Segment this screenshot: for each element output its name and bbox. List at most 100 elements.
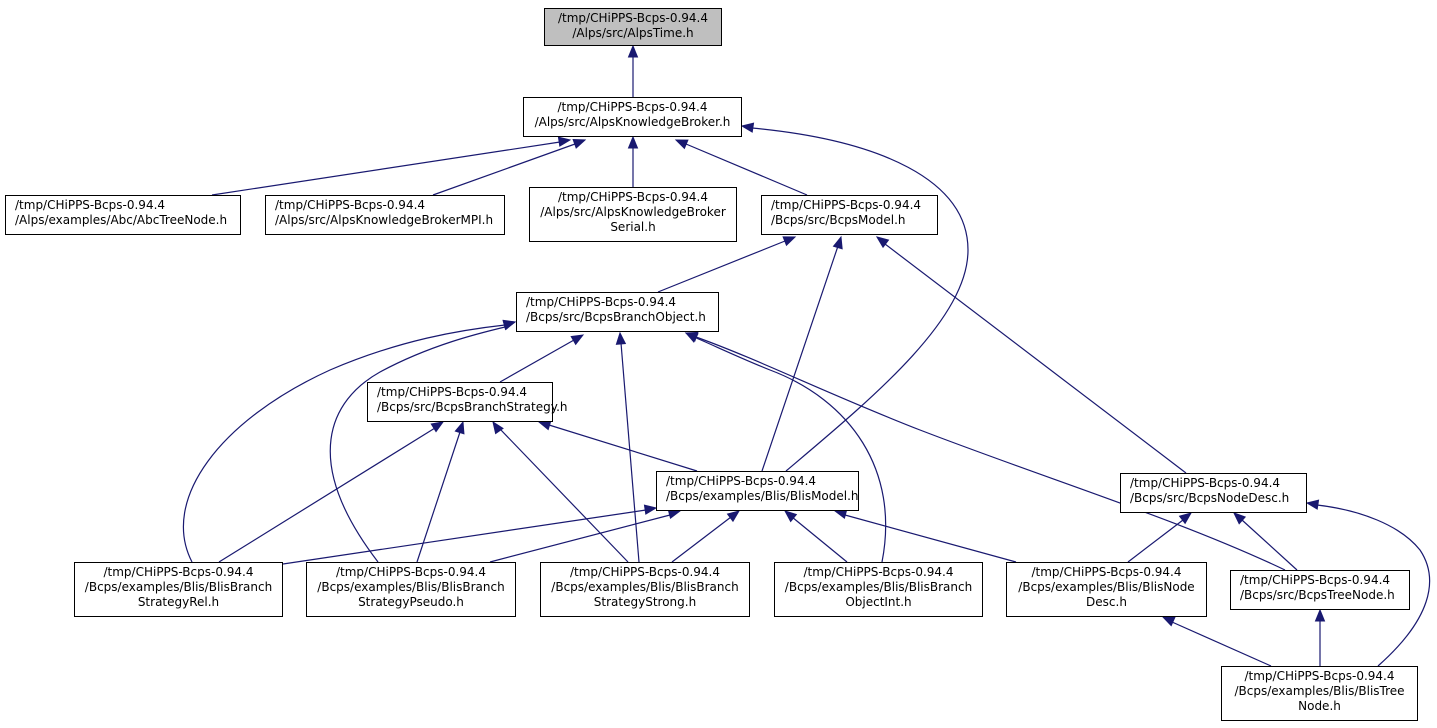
node-abc-tree-node-line-2: /Alps/examples/Abc/AbcTreeNode.h xyxy=(15,213,228,227)
node-bcps-tree-node-line-2: /Bcps/src/BcpsTreeNode.h xyxy=(1240,588,1395,602)
arrowhead xyxy=(502,319,517,330)
edge-line xyxy=(499,339,575,383)
arrowhead xyxy=(643,504,658,515)
node-bcps-model[interactable]: /tmp/CHiPPS-Bcps-0.94.4 /Bcps/src/BcpsMo… xyxy=(761,195,938,235)
node-blis-branch-strategy-pseudo-line-2: /Bcps/examples/Blis/BlisBranch xyxy=(317,580,505,594)
node-blis-model[interactable]: /tmp/CHiPPS-Bcps-0.94.4 /Bcps/examples/B… xyxy=(656,471,859,511)
edge-line xyxy=(1316,504,1431,667)
node-blis-node-desc-line-2: /Bcps/examples/Blis/BlisNode xyxy=(1018,580,1195,594)
edge-line xyxy=(693,336,887,563)
node-blis-node-desc-line-1: /tmp/CHiPPS-Bcps-0.94.4 xyxy=(1031,565,1182,579)
node-alps-knowledge-broker-serial-line-1: /tmp/CHiPPS-Bcps-0.94.4 xyxy=(557,190,709,204)
node-blis-tree-node[interactable]: /tmp/CHiPPS-Bcps-0.94.4 /Bcps/examples/B… xyxy=(1221,666,1418,721)
node-bcps-branch-object[interactable]: /tmp/CHiPPS-Bcps-0.94.4 /Bcps/src/BcpsBr… xyxy=(516,292,719,332)
edge-blistn-to-bcpsnd xyxy=(1305,499,1431,667)
node-blis-model-line-1: /tmp/CHiPPS-Bcps-0.94.4 xyxy=(666,474,817,488)
node-abc-tree-node[interactable]: /tmp/CHiPPS-Bcps-0.94.4 /Alps/examples/A… xyxy=(5,195,241,235)
arrowhead xyxy=(674,139,689,150)
edge-blisnd-to-blismodel xyxy=(833,508,1017,563)
node-alps-knowledge-broker-mpi[interactable]: /tmp/CHiPPS-Bcps-0.94.4 /Alps/src/AlpsKn… xyxy=(265,195,505,235)
edge-bcpstn-to-bcpsbo xyxy=(684,331,1286,571)
edge-bcpsmodel-to-akb xyxy=(674,139,808,196)
edge-bsstrong-to-blismodel xyxy=(671,510,741,563)
edge-bsrel-to-bcpsbo xyxy=(182,320,517,563)
node-alps-knowledge-broker-mpi-line-1: /tmp/CHiPPS-Bcps-0.94.4 xyxy=(275,198,426,212)
edge-line xyxy=(751,127,969,472)
node-blis-branch-object-int-line-1: /tmp/CHiPPS-Bcps-0.94.4 xyxy=(803,565,954,579)
arrowhead xyxy=(1314,608,1326,622)
edge-line xyxy=(182,324,506,563)
node-blis-branch-strategy-pseudo-line-3: StrategyPseudo.h xyxy=(358,595,464,609)
edge-line xyxy=(1171,621,1272,667)
node-bcps-node-desc[interactable]: /tmp/CHiPPS-Bcps-0.94.4 /Bcps/src/BcpsNo… xyxy=(1120,473,1307,513)
edge-line xyxy=(282,509,647,565)
arrowhead xyxy=(627,135,639,149)
edge-line xyxy=(416,431,461,563)
node-alpstime[interactable]: /tmp/CHiPPS-Bcps-0.94.4 /Alps/src/AlpsTi… xyxy=(544,8,722,46)
node-blis-model-line-2: /Bcps/examples/Blis/BlisModel.h xyxy=(666,489,859,503)
edge-bspseudo-to-bcpsbo xyxy=(329,319,517,563)
arrowhead xyxy=(684,331,699,342)
arrowhead xyxy=(615,331,627,345)
edge-line xyxy=(844,514,1017,563)
edge-blismodel-to-bcpsmodel xyxy=(761,235,843,472)
node-blis-branch-strategy-pseudo[interactable]: /tmp/CHiPPS-Bcps-0.94.4 /Bcps/examples/B… xyxy=(306,562,516,617)
node-bcps-tree-node[interactable]: /tmp/CHiPPS-Bcps-0.94.4 /Bcps/src/BcpsTr… xyxy=(1230,570,1410,610)
node-alps-knowledge-broker-line-2: /Alps/src/AlpsKnowledgeBroker.h xyxy=(534,115,731,129)
arrowhead xyxy=(783,510,798,523)
node-blis-node-desc[interactable]: /tmp/CHiPPS-Bcps-0.94.4 /Bcps/examples/B… xyxy=(1006,562,1207,617)
edge-line xyxy=(671,516,732,563)
edge-bsstrong-to-bcpsbs xyxy=(492,420,629,563)
edge-line xyxy=(489,514,671,563)
edge-akbmpi-to-akb xyxy=(432,138,587,196)
node-bcps-model-line-1: /tmp/CHiPPS-Bcps-0.94.4 xyxy=(771,198,922,212)
arrowhead xyxy=(430,421,445,433)
node-blis-branch-strategy-rel[interactable]: /tmp/CHiPPS-Bcps-0.94.4 /Bcps/examples/B… xyxy=(74,562,283,617)
edge-line xyxy=(761,245,839,472)
edge-blismodel-to-akb xyxy=(740,122,969,472)
edge-line xyxy=(218,427,436,563)
node-blis-branch-strategy-pseudo-line-1: /tmp/CHiPPS-Bcps-0.94.4 xyxy=(335,565,487,579)
edge-bspseudo-to-blismodel xyxy=(489,508,682,563)
edge-bcpsbo-to-bcpsmodel xyxy=(657,236,797,293)
node-blis-branch-strategy-strong-line-1: /tmp/CHiPPS-Bcps-0.94.4 xyxy=(569,565,721,579)
node-blis-node-desc-line-3: Desc.h xyxy=(1086,595,1127,609)
arrowhead xyxy=(832,235,843,250)
edge-bsrel-to-blismodel xyxy=(282,504,658,565)
edge-line xyxy=(791,516,848,563)
arrowhead xyxy=(1161,616,1176,627)
node-alpstime-line-2: /Alps/src/AlpsTime.h xyxy=(572,26,694,40)
node-blis-branch-strategy-strong[interactable]: /tmp/CHiPPS-Bcps-0.94.4 /Bcps/examples/B… xyxy=(540,562,750,617)
node-blis-branch-strategy-rel-line-2: /Bcps/examples/Blis/BlisBranch xyxy=(84,580,273,594)
node-blis-branch-object-int-line-2: /Bcps/examples/Blis/BlisBranch xyxy=(784,580,973,594)
node-blis-branch-strategy-rel-line-3: StrategyRel.h xyxy=(137,595,220,609)
arrowhead xyxy=(627,44,639,58)
node-blis-branch-strategy-strong-line-3: StrategyStrong.h xyxy=(593,595,697,609)
edge-line xyxy=(620,342,640,563)
edge-bcpstn-to-bcpsnd xyxy=(1233,512,1298,571)
edge-line xyxy=(329,326,506,563)
node-bcps-node-desc-line-2: /Bcps/src/BcpsNodeDesc.h xyxy=(1130,491,1290,505)
node-bcps-branch-strategy-line-1: /tmp/CHiPPS-Bcps-0.94.4 xyxy=(377,385,528,399)
node-alpstime-line-1: /tmp/CHiPPS-Bcps-0.94.4 xyxy=(557,11,709,25)
edge-blistn-to-bcpstn xyxy=(1314,608,1326,666)
arrowhead xyxy=(782,236,797,247)
arrowhead xyxy=(1178,512,1193,525)
node-bcps-branch-object-line-2: /Bcps/src/BcpsBranchObject.h xyxy=(526,310,706,324)
edge-boint-to-bcpsbo xyxy=(684,332,887,563)
arrowhead xyxy=(1233,512,1247,525)
node-bcps-node-desc-line-1: /tmp/CHiPPS-Bcps-0.94.4 xyxy=(1130,476,1281,490)
node-bcps-branch-strategy[interactable]: /tmp/CHiPPS-Bcps-0.94.4 /Bcps/src/BcpsBr… xyxy=(367,382,568,422)
arrowhead xyxy=(557,136,572,147)
arrowhead xyxy=(875,236,890,249)
edge-blistn-to-blisnd xyxy=(1161,616,1272,667)
edge-line xyxy=(1241,519,1298,571)
node-blis-tree-node-line-1: /tmp/CHiPPS-Bcps-0.94.4 xyxy=(1244,669,1395,683)
node-blis-branch-object-int[interactable]: /tmp/CHiPPS-Bcps-0.94.4 /Bcps/examples/B… xyxy=(774,562,983,617)
node-alps-knowledge-broker[interactable]: /tmp/CHiPPS-Bcps-0.94.4 /Alps/src/AlpsKn… xyxy=(523,97,742,137)
node-alps-knowledge-broker-serial[interactable]: /tmp/CHiPPS-Bcps-0.94.4 /Alps/src/AlpsKn… xyxy=(529,187,737,242)
arrowhead xyxy=(726,510,741,523)
edge-bsrel-to-bcpsbs xyxy=(218,421,445,563)
arrowhead xyxy=(492,420,504,435)
